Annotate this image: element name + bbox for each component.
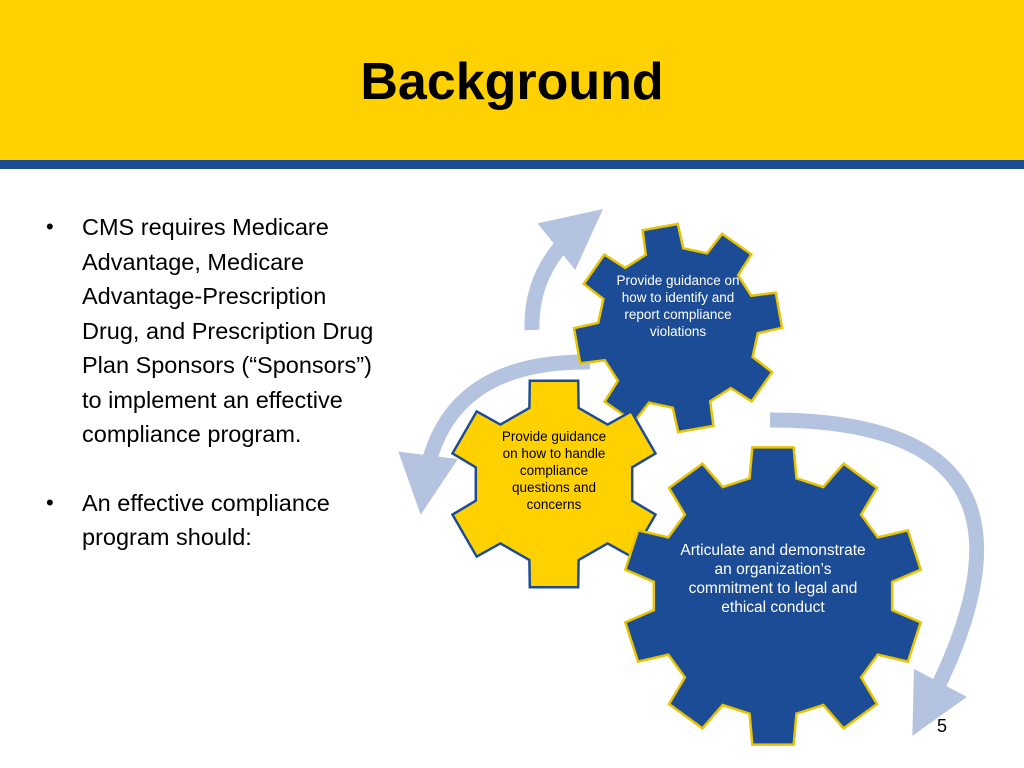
bullet-dot-icon: • [46,214,54,239]
header-bar [0,0,1024,160]
gear-large [623,446,923,746]
gear-top-label: Provide guidance on how to identify and … [616,273,740,339]
cycle-arrow-top [524,209,603,331]
cycle-arrow-right [769,412,985,736]
bullet-item: • An effective compliance program should… [42,486,382,555]
bullet-item: • CMS requires Medicare Advantage, Medic… [42,210,382,452]
gear-large-label: Articulate and demonstrate an organizati… [680,542,866,617]
page-number: 5 [936,716,947,736]
gear-middle-label: Provide guidance on how to handle compli… [501,429,607,512]
gear-middle [450,379,658,589]
bullet-dot-icon: • [46,489,54,515]
bullet-list: • CMS requires Medicare Advantage, Medic… [42,210,382,589]
bullet-text: CMS requires Medicare Advantage, Medicar… [82,214,374,447]
bullet-text: An effective compliance program should: [82,489,330,551]
slide-title: Background [360,53,664,111]
gear-top [572,222,784,434]
header-rule [0,160,1024,169]
cycle-arrow-left [398,354,591,515]
